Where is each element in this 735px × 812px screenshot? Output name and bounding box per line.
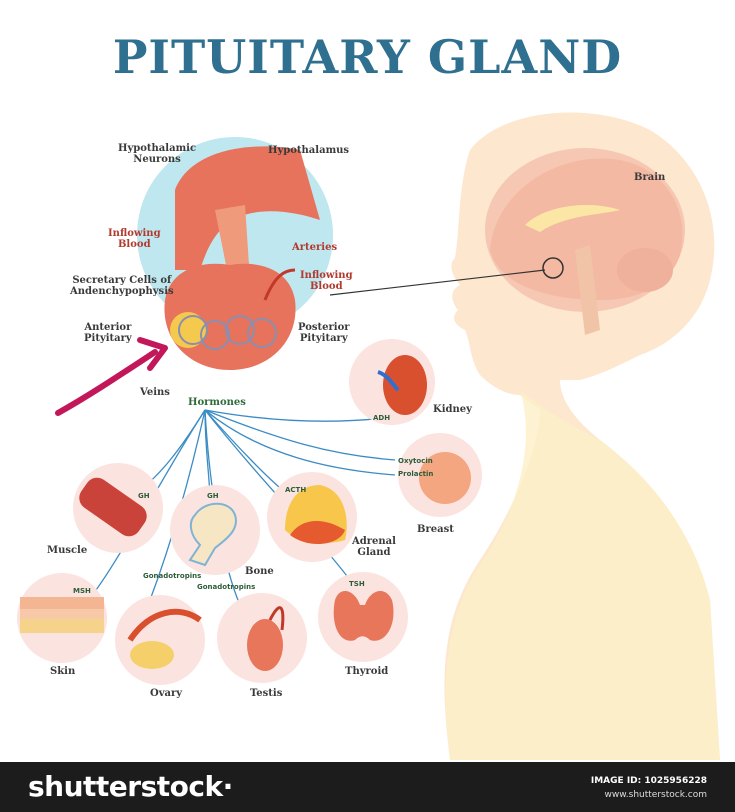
organ-ovary	[115, 595, 205, 685]
label-anterior-pituitary: Anterior Pityitary	[84, 322, 132, 344]
label-secretary-cells: Secretary Cells of Andenchypophysis	[70, 275, 174, 297]
pituitary-closeup	[137, 137, 333, 370]
label-bone: Bone	[245, 566, 274, 577]
organ-adrenal	[267, 472, 357, 562]
organ-bone	[170, 485, 260, 575]
organ-thyroid	[318, 572, 408, 662]
label-arteries: Arteries	[292, 242, 338, 253]
tag-msh: MSH	[73, 587, 91, 595]
label-veins: Veins	[140, 387, 170, 398]
label-hypothalamus: Hypothalamus	[268, 145, 350, 156]
organ-kidney	[349, 339, 435, 425]
label-adrenal-gland: Adrenal Gland	[352, 536, 396, 558]
tag-tsh: TSH	[349, 580, 365, 588]
organ-testis	[217, 593, 307, 683]
label-skin: Skin	[50, 666, 76, 677]
organ-muscle	[73, 463, 163, 553]
label-inflowing-blood-right: Inflowing Blood	[300, 270, 353, 292]
tag-prolactin: Prolactin	[398, 470, 434, 478]
label-inflowing-blood-left: Inflowing Blood	[108, 228, 161, 250]
label-ovary: Ovary	[150, 688, 183, 699]
tag-acth: ACTH	[285, 486, 307, 494]
brain-pointer-line	[329, 269, 546, 296]
site-url: www.shutterstock.com	[604, 790, 707, 800]
shutterstock-logo: shutterstock·	[28, 770, 233, 803]
label-thyroid: Thyroid	[345, 666, 389, 677]
tag-gh-muscle: GH	[138, 492, 150, 500]
label-brain: Brain	[634, 172, 666, 183]
label-testis: Testis	[250, 688, 283, 699]
image-id: IMAGE ID: 1025956228	[590, 776, 707, 786]
label-hypothalamic-neurons: Hypothalamic Neurons	[118, 143, 197, 165]
label-muscle: Muscle	[47, 545, 88, 556]
label-hormones: Hormones	[188, 397, 246, 408]
footer-bar: shutterstock· IMAGE ID: 1025956228 www.s…	[0, 762, 735, 812]
image-id-block: IMAGE ID: 1025956228 www.shutterstock.co…	[591, 774, 707, 802]
label-kidney: Kidney	[433, 404, 472, 415]
annotation-arrow	[55, 349, 158, 416]
page-title: PITUITARY GLAND	[112, 30, 623, 84]
label-posterior-pituitary: Posterior Pityitary	[298, 322, 350, 344]
tag-gonadotropins-testis: Gonadotropins	[197, 583, 256, 591]
organ-skin	[17, 573, 107, 663]
tag-gonadotropins-ovary: Gonadotropins	[143, 572, 202, 580]
tag-oxytocin: Oxytocin	[398, 457, 433, 465]
label-breast: Breast	[417, 524, 454, 535]
tag-adh: ADH	[373, 414, 391, 422]
organ-breast	[398, 433, 482, 517]
tag-gh-bone: GH	[207, 492, 219, 500]
